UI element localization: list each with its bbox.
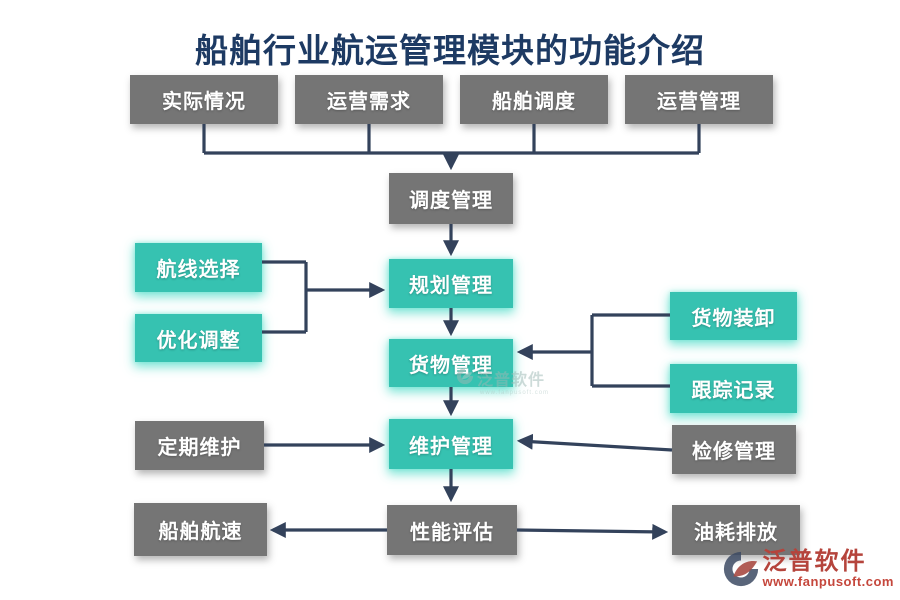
node-dispatch-mgmt: 调度管理 [389,173,513,224]
watermark-url: www.fanpusoft.com [480,390,550,396]
fanpu-brand-text: 泛普软件 [762,548,867,575]
fanpu-url-text: www.fanpusoft.com [762,574,894,590]
node-route-selection: 航线选择 [135,243,262,292]
node-ship-speed: 船舶航速 [134,503,267,556]
node-maintenance-mgmt: 维护管理 [389,419,513,469]
node-operation-mgmt: 运营管理 [625,75,773,124]
page-title: 船舶行业航运管理模块的功能介绍 [195,32,705,69]
fanpu-logo: 泛普软件 www.fanpusoft.com [722,549,894,594]
node-cargo-mgmt: 货物管理 [389,339,513,387]
node-overhaul-mgmt: 检修管理 [672,425,796,474]
node-cargo-loading: 货物装卸 [670,292,797,340]
node-operation-demand: 运营需求 [295,75,443,124]
node-ship-dispatch: 船舶调度 [460,75,608,124]
node-optimization-adjust: 优化调整 [135,314,262,362]
fanpu-logo-icon [722,549,760,594]
node-performance-eval: 性能评估 [387,505,517,555]
node-planning-mgmt: 规划管理 [389,259,513,308]
node-actual-situation: 实际情况 [130,75,278,124]
node-fuel-emission: 油耗排放 [672,505,800,555]
node-tracking-record: 跟踪记录 [670,364,797,413]
node-regular-maintenance: 定期维护 [135,421,264,470]
